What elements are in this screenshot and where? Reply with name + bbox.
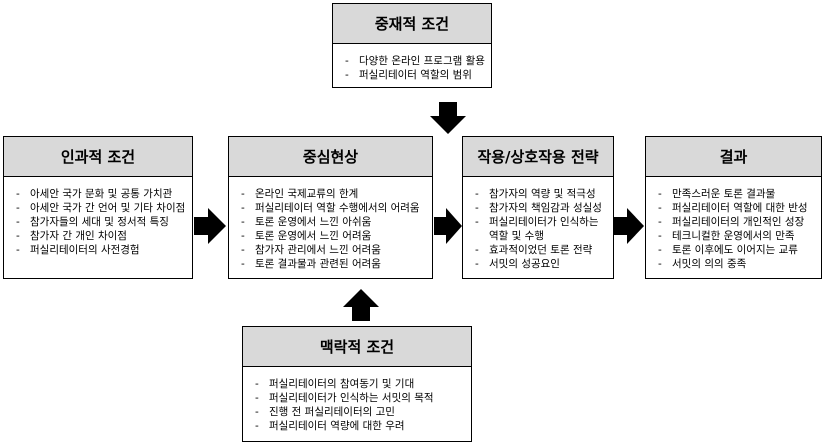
list-item: 퍼실리테이터 역할 수행에서의 어려움 [241, 201, 426, 215]
intervening-conditions-title: 중재적 조건 [333, 4, 491, 44]
list-item: 퍼실리테이터의 개인적인 성장 [658, 215, 815, 229]
list-item: 서밋의 성공요인 [475, 257, 607, 271]
arrow-up-icon [343, 289, 379, 321]
arrow-right-icon [614, 208, 644, 244]
arrow-right-icon [434, 208, 462, 244]
list-item: 참가자들의 세대 및 정서적 특징 [16, 215, 186, 229]
intervening-conditions-box: 중재적 조건 다양한 온라인 프로그램 활용 퍼실리테이터 역할의 범위 [332, 3, 492, 88]
list-item: 퍼실리테이터 역량에 대한 우려 [255, 419, 465, 433]
list-item: 퍼실리테이터의 참여동기 및 기대 [255, 377, 465, 391]
list-item: 참가자의 역량 및 적극성 [475, 187, 607, 201]
causal-conditions-title: 인과적 조건 [4, 137, 192, 177]
list-item: 서밋의 의의 중족 [658, 257, 815, 271]
contextual-conditions-box: 맥락적 조건 퍼실리테이터의 참여동기 및 기대 퍼실리테이터가 인식하는 서밋… [242, 326, 472, 442]
list-item: 온라인 국제교류의 한계 [241, 187, 426, 201]
list-item: 토론 운영에서 느낀 어려움 [241, 229, 426, 243]
list-item: 토론 이후에도 이어지는 교류 [658, 243, 815, 257]
list-item: 효과적이었던 토론 전략 [475, 243, 607, 257]
list-item: 다양한 온라인 프로그램 활용 [345, 54, 485, 68]
list-item: 참가자 간 개인 차이점 [16, 229, 186, 243]
list-item: 진행 전 퍼실리테이터의 고민 [255, 405, 465, 419]
strategy-box: 작용/상호작용 전략 참가자의 역량 및 적극성 참가자의 책임감과 성실성 퍼… [462, 136, 614, 279]
central-phenomenon-box: 중심현상 온라인 국제교류의 한계 퍼실리테이터 역할 수행에서의 어려움 토론… [228, 136, 433, 279]
strategy-list: 참가자의 역량 및 적극성 참가자의 책임감과 성실성 퍼실리테이터가 인식하는… [463, 177, 613, 277]
central-phenomenon-list: 온라인 국제교류의 한계 퍼실리테이터 역할 수행에서의 어려움 토론 운영에서… [229, 177, 432, 277]
list-item: 만족스러운 토론 결과물 [658, 187, 815, 201]
list-item: 아세안 국가 간 언어 및 기타 차이점 [16, 201, 186, 215]
list-item: 퍼실리테이터 역할에 대한 반성 [658, 201, 815, 215]
causal-conditions-box: 인과적 조건 아세안 국가 문화 및 공통 가치관 아세안 국가 간 언어 및 … [3, 136, 193, 279]
list-item: 테크니컬한 운영에서의 만족 [658, 229, 815, 243]
list-item: 참가자의 책임감과 성실성 [475, 201, 607, 215]
central-phenomenon-title: 중심현상 [229, 137, 432, 177]
list-item: 퍼실리테이터의 사전경험 [16, 243, 186, 257]
list-item: 아세안 국가 문화 및 공통 가치관 [16, 187, 186, 201]
arrow-down-icon [430, 102, 466, 134]
contextual-conditions-list: 퍼실리테이터의 참여동기 및 기대 퍼실리테이터가 인식하는 서밋의 목적 진행… [243, 367, 471, 439]
list-item: 토론 결과물과 관련된 어려움 [241, 257, 426, 271]
result-box: 결과 만족스러운 토론 결과물 퍼실리테이터 역할에 대한 반성 퍼실리테이터의… [645, 136, 822, 279]
list-item: 퍼실리테이터가 인식하는 역할 및 수행 [475, 215, 607, 243]
strategy-title: 작용/상호작용 전략 [463, 137, 613, 177]
list-item: 퍼실리테이터 역할의 범위 [345, 68, 485, 82]
causal-conditions-list: 아세안 국가 문화 및 공통 가치관 아세안 국가 간 언어 및 기타 차이점 … [4, 177, 192, 263]
intervening-conditions-list: 다양한 온라인 프로그램 활용 퍼실리테이터 역할의 범위 [333, 44, 491, 88]
contextual-conditions-title: 맥락적 조건 [243, 327, 471, 367]
arrow-right-icon [194, 208, 226, 244]
result-list: 만족스러운 토론 결과물 퍼실리테이터 역할에 대한 반성 퍼실리테이터의 개인… [646, 177, 821, 277]
list-item: 참가자 관리에서 느낀 어려움 [241, 243, 426, 257]
list-item: 토론 운영에서 느낀 아쉬움 [241, 215, 426, 229]
result-title: 결과 [646, 137, 821, 177]
list-item: 퍼실리테이터가 인식하는 서밋의 목적 [255, 391, 465, 405]
